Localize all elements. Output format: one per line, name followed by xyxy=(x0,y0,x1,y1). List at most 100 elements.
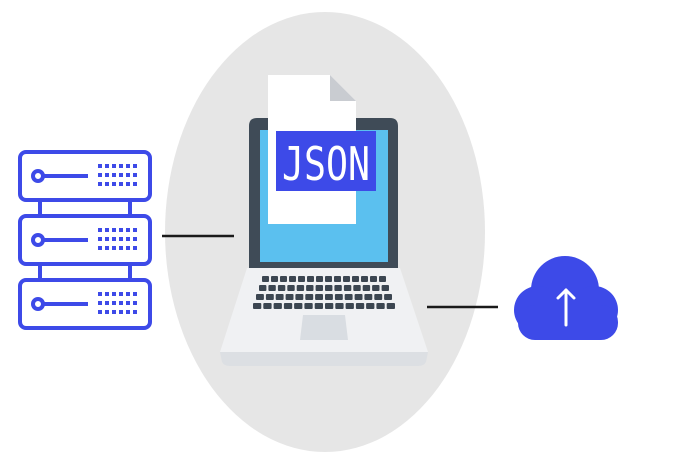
keyboard-key xyxy=(334,276,341,282)
keyboard-key xyxy=(253,303,262,309)
vent-dot xyxy=(126,301,130,305)
vent-dot xyxy=(112,246,116,250)
vent-dot xyxy=(119,173,123,177)
json-label: JSON xyxy=(282,137,370,191)
keyboard-key xyxy=(361,276,368,282)
vent-dot xyxy=(119,292,123,296)
server-unit-2 xyxy=(18,214,152,266)
keyboard-key xyxy=(335,303,344,309)
keyboard-key xyxy=(298,276,305,282)
vent-dot xyxy=(112,164,116,168)
keyboard-key xyxy=(355,303,365,309)
vent-dot xyxy=(126,292,130,296)
vent-dot xyxy=(133,173,137,177)
keyboard-key xyxy=(315,294,323,300)
vent-dot xyxy=(133,164,137,168)
keyboard-key xyxy=(295,294,304,300)
keyboard-key xyxy=(315,285,323,291)
keyboard-key xyxy=(353,285,361,291)
server-unit-3 xyxy=(18,278,152,330)
keyboard-key xyxy=(262,276,269,282)
keyboard-key xyxy=(370,276,377,282)
vent-dot xyxy=(119,164,123,168)
keyboard-key xyxy=(345,303,354,309)
vent-dot xyxy=(98,228,102,232)
keyboard-key xyxy=(304,303,313,309)
keyboard-key xyxy=(296,285,305,291)
vent-dot xyxy=(133,246,137,250)
keyboard-key xyxy=(283,303,293,309)
keyboard-key xyxy=(287,285,295,291)
vent-dot xyxy=(119,237,123,241)
keyboard-key xyxy=(325,303,334,309)
vent-dot xyxy=(98,173,102,177)
keyboard-key xyxy=(343,276,350,282)
vent-dot xyxy=(105,182,109,186)
vent-dot xyxy=(98,310,102,314)
vent-dot xyxy=(105,310,109,314)
vent-dot xyxy=(133,182,137,186)
keyboard-key xyxy=(294,303,303,309)
vent-dot xyxy=(133,301,137,305)
vent-dot xyxy=(105,301,109,305)
vent-dot xyxy=(126,237,130,241)
vent-dot xyxy=(133,310,137,314)
server-unit-2-light xyxy=(31,233,45,247)
keyboard-key xyxy=(379,276,386,282)
upload-arrow-icon xyxy=(556,288,576,327)
vent-dot xyxy=(112,292,116,296)
keyboard-key xyxy=(316,276,323,282)
keyboard-key xyxy=(366,303,375,309)
keyboard-key xyxy=(352,276,359,282)
keyboard-key xyxy=(362,285,371,291)
keyboard-key xyxy=(275,294,284,300)
keyboard-key xyxy=(384,294,392,300)
keyboard-key xyxy=(289,276,296,282)
keyboard-key xyxy=(259,285,267,291)
vent-dot xyxy=(126,228,130,232)
vent-dot xyxy=(105,292,109,296)
keyboard-key xyxy=(314,303,323,309)
vent-dot xyxy=(119,310,123,314)
keyboard-key xyxy=(334,285,342,291)
server-unit-1 xyxy=(18,150,152,202)
vent-dot xyxy=(126,182,130,186)
vent-dot xyxy=(98,237,102,241)
vent-dot xyxy=(126,173,130,177)
keyboard-key xyxy=(271,276,278,282)
file-folded-corner xyxy=(330,75,356,101)
json-label-badge: JSON xyxy=(276,131,376,191)
keyboard-key xyxy=(273,303,282,309)
vent-dot xyxy=(112,310,116,314)
cloud-upload-icon xyxy=(514,256,618,340)
keyboard-key xyxy=(325,285,333,291)
vent-dot xyxy=(105,164,109,168)
keyboard-key xyxy=(354,294,363,300)
keyboard-key xyxy=(325,276,332,282)
server-vent-dots xyxy=(98,164,137,314)
vent-dot xyxy=(112,182,116,186)
laptop-keyboard xyxy=(253,276,395,309)
keyboard-key xyxy=(307,276,314,282)
keyboard-key xyxy=(265,294,274,300)
vent-dot xyxy=(98,246,102,250)
vent-dot xyxy=(105,246,109,250)
keyboard-key xyxy=(268,285,276,291)
server-rack-icon xyxy=(18,150,152,330)
vent-dot xyxy=(112,301,116,305)
vent-dot xyxy=(98,292,102,296)
vent-dot xyxy=(105,228,109,232)
keyboard-key xyxy=(343,285,352,291)
vent-dot xyxy=(126,310,130,314)
vent-dot xyxy=(112,173,116,177)
keyboard-key xyxy=(280,276,287,282)
vent-dot xyxy=(119,228,123,232)
vent-dot xyxy=(133,292,137,296)
vent-dot xyxy=(112,237,116,241)
server-unit-3-light xyxy=(31,297,45,311)
vent-dot xyxy=(98,164,102,168)
vent-dot xyxy=(119,182,123,186)
keyboard-key xyxy=(386,303,395,309)
